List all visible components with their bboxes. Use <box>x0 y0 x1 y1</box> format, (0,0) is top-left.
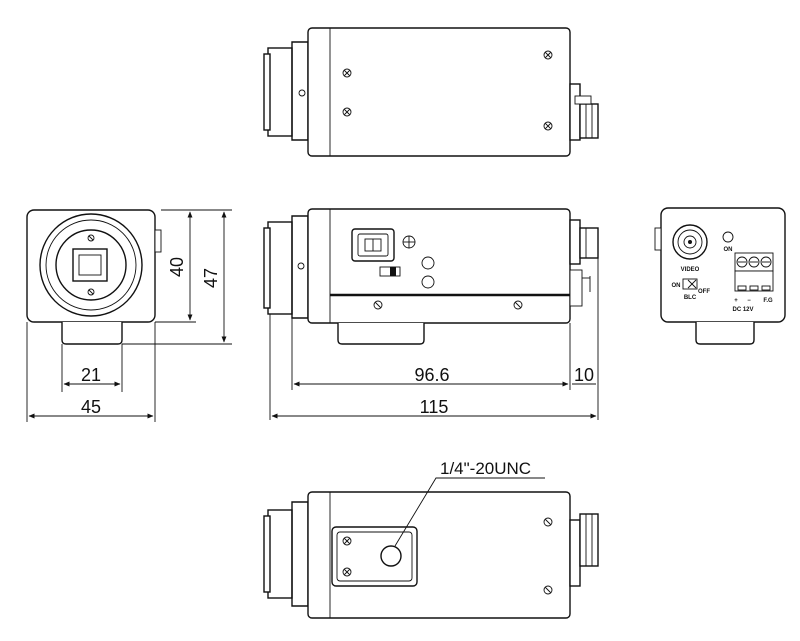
dim-45: 45 <box>81 397 101 417</box>
front-view <box>26 209 162 345</box>
led-on-label: ON <box>724 247 733 253</box>
dim-21: 21 <box>81 365 101 385</box>
camera-body-side <box>307 208 571 324</box>
rear-view: VIDEO ON ON OFF BLC + − F.G DC 12V <box>654 207 786 345</box>
blc-on-label: ON <box>672 283 681 289</box>
power-led <box>722 231 734 243</box>
dim-40: 40 <box>167 257 187 277</box>
lens-ring-bottom <box>267 509 293 599</box>
dim-115: 115 <box>420 397 449 417</box>
blc-off-label: OFF <box>698 289 710 295</box>
top-view <box>263 27 599 157</box>
front-dimensions: 40 47 21 45 <box>26 209 232 422</box>
lens-ring <box>267 47 293 137</box>
mounting-plate <box>331 526 418 587</box>
camera-body-top <box>307 27 571 157</box>
lens-ring-side <box>267 221 293 315</box>
lens-mount-outer <box>39 213 143 317</box>
blc-switch <box>682 278 698 290</box>
blc-label: BLC <box>684 295 697 301</box>
video-bnc-connector <box>672 224 708 260</box>
plus-label: + <box>734 298 738 304</box>
thread-callout: 1/4"-20UNC <box>440 459 531 478</box>
dim-96-6: 96.6 <box>414 365 449 385</box>
tripod-thread-hole <box>380 545 402 567</box>
side-dimensions: 96.6 10 115 <box>269 258 599 420</box>
side-view <box>263 208 599 345</box>
bottom-view: 1/4"-20UNC <box>263 459 599 619</box>
dim-10: 10 <box>574 365 594 385</box>
dim-47: 47 <box>201 268 221 288</box>
minus-label: − <box>747 298 751 304</box>
video-label: VIDEO <box>681 267 700 273</box>
fg-label: F.G <box>763 298 773 304</box>
dc12v-label: DC 12V <box>732 307 753 313</box>
